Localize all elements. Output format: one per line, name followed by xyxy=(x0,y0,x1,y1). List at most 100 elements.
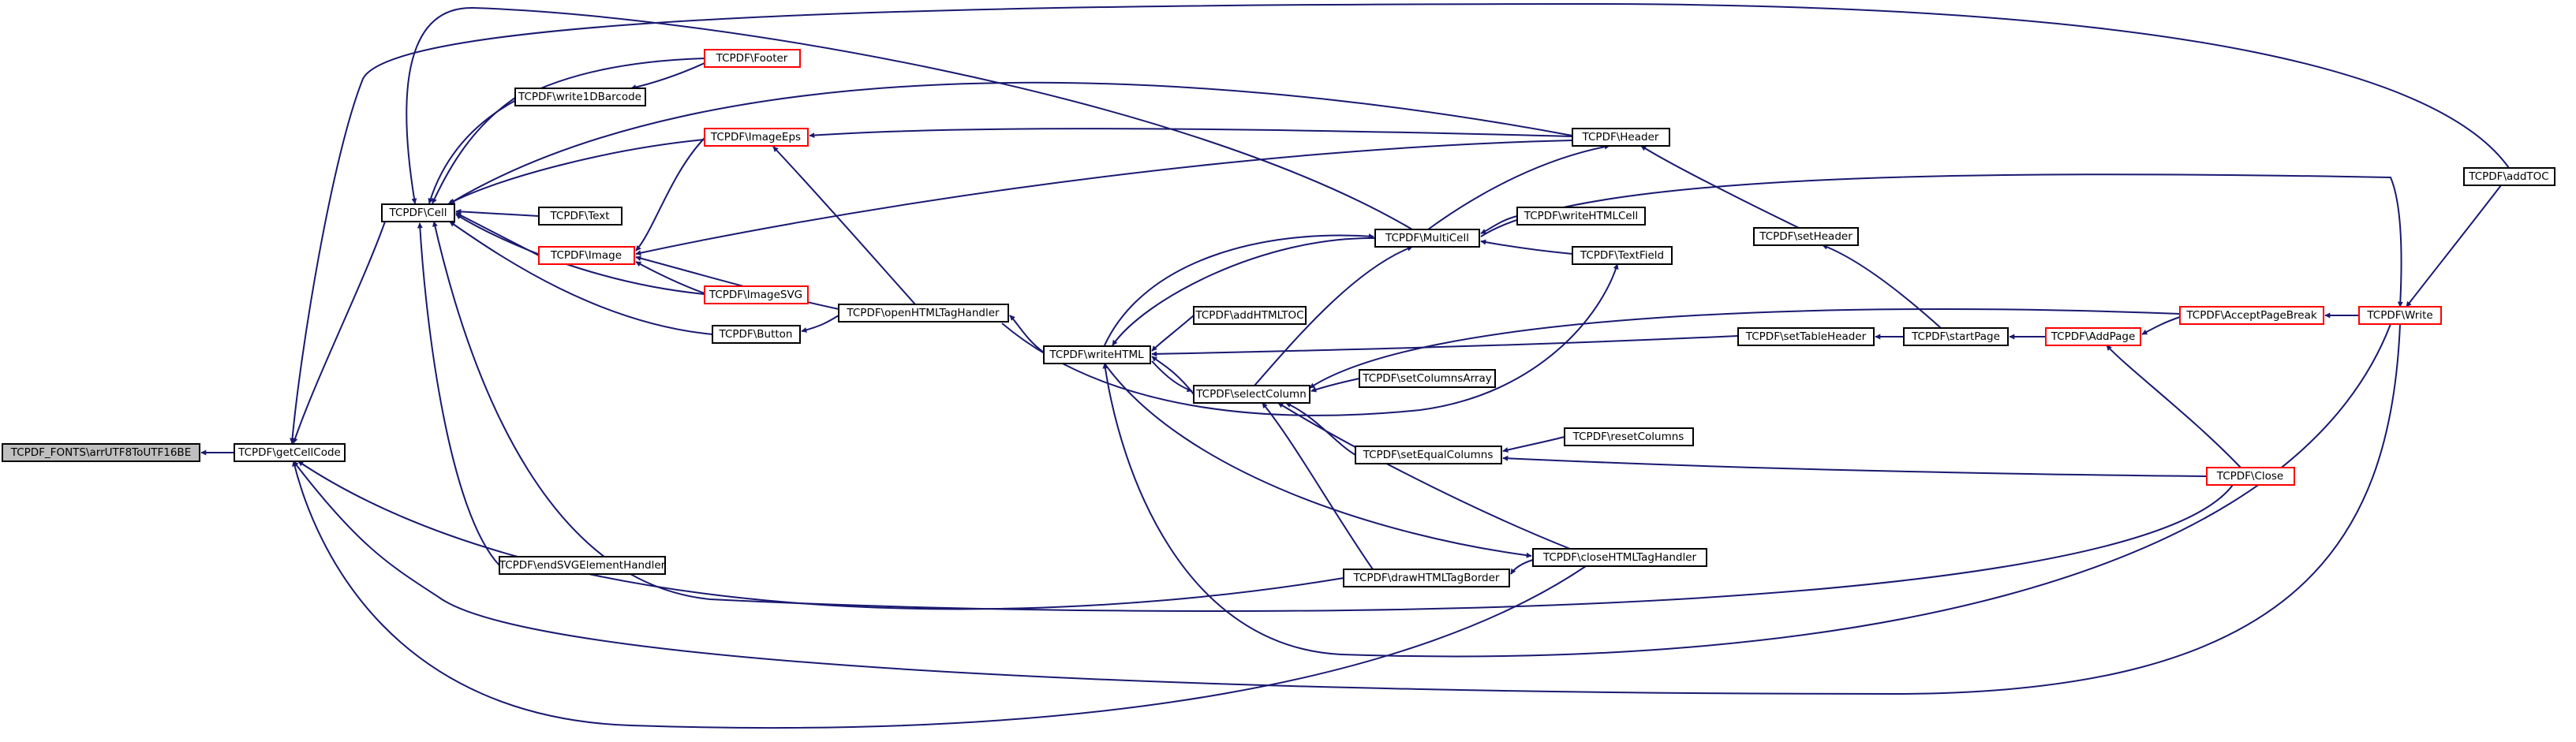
edge-multicell-textfield xyxy=(1480,239,1573,255)
node-close-box xyxy=(2206,467,2295,486)
edge-footer-write1dbarcode xyxy=(630,62,705,90)
node-writehtml[interactable]: TCPDF\writeHTML xyxy=(1043,345,1151,364)
node-openhtmltaghandler[interactable]: TCPDF\openHTMLTagHandler xyxy=(838,304,1009,323)
node-setequalcolumns[interactable]: TCPDF\setEqualColumns xyxy=(1355,446,1502,464)
node-addpage[interactable]: TCPDF\AddPage xyxy=(2045,327,2141,346)
node-cell[interactable]: TCPDF\Cell xyxy=(381,203,455,222)
node-imagesvg-label: TCPDF\ImageSVG xyxy=(708,289,802,301)
node-writehtmlcell-label: TCPDF\writeHTMLCell xyxy=(1524,210,1638,222)
node-resetcolumns-label: TCPDF\resetColumns xyxy=(1572,431,1684,443)
edge-startpage-setheader xyxy=(1822,244,1942,329)
node-drawhtmltagborder-label: TCPDF\drawHTMLTagBorder xyxy=(1353,572,1500,584)
node-close-label: TCPDF\Close xyxy=(2216,470,2284,483)
node-multicell-label: TCPDF\MultiCell xyxy=(1385,232,1469,244)
edge-header-cell xyxy=(449,81,1573,204)
node-text-label: TCPDF\Text xyxy=(549,210,609,222)
node-drawhtmltagborder-box xyxy=(1343,569,1510,587)
node-acceptpagebreak-box xyxy=(2179,306,2324,325)
node-selectcolumn[interactable]: TCPDF\selectColumn xyxy=(1193,385,1310,404)
node-write1dbarcode[interactable]: TCPDF\write1DBarcode xyxy=(514,88,646,106)
node-button-box xyxy=(712,325,801,344)
node-cell-label: TCPDF\Cell xyxy=(389,207,447,219)
edge-closehtml-selectcolumn xyxy=(1277,402,1571,550)
node-setheader[interactable]: TCPDF\setHeader xyxy=(1753,227,1859,246)
node-drawhtmltagborder[interactable]: TCPDF\drawHTMLTagBorder xyxy=(1343,569,1510,587)
edge-addtoc-getcellcode xyxy=(290,2,2510,444)
edge-setcolumnsarray-selectcolumn xyxy=(1310,378,1360,393)
edge-acceptpagebreak-addpage xyxy=(2141,316,2181,335)
node-setequalcolumns-box xyxy=(1355,446,1502,464)
node-imageeps-label: TCPDF\ImageEps xyxy=(710,131,801,144)
edges xyxy=(200,2,2510,729)
node-imageeps[interactable]: TCPDF\ImageEps xyxy=(704,128,809,147)
edge-closehtml-drawborder xyxy=(1510,559,1534,575)
edge-writehtml-selectcolumn xyxy=(1151,360,1193,393)
node-root[interactable]: TCPDF_FONTS\arrUTF8ToUTF16BE xyxy=(2,443,200,462)
node-setheader-label: TCPDF\setHeader xyxy=(1759,230,1853,243)
node-addtoc-box xyxy=(2463,167,2555,186)
node-footer-box xyxy=(704,49,801,68)
node-getcellcode-box xyxy=(234,443,346,462)
node-imageeps-box xyxy=(704,128,809,147)
node-closehtmltaghandler[interactable]: TCPDF\closeHTMLTagHandler xyxy=(1532,548,1707,567)
edge-write-getcellcode xyxy=(293,323,2401,695)
edge-footer-cell xyxy=(428,58,705,204)
edge-multicell-header xyxy=(1427,144,1610,230)
node-acceptpagebreak[interactable]: TCPDF\AcceptPageBreak xyxy=(2179,306,2324,325)
node-startpage[interactable]: TCPDF\startPage xyxy=(1903,327,2009,346)
node-setcolumnsarray[interactable]: TCPDF\setColumnsArray xyxy=(1359,369,1496,388)
node-footer-label: TCPDF\Footer xyxy=(716,52,788,65)
node-write-label: TCPDF\Write xyxy=(2366,309,2432,322)
edge-selectcolumn-textfield xyxy=(1001,263,1619,416)
node-settableheader-label: TCPDF\setTableHeader xyxy=(1745,330,1867,343)
edge-close-cell xyxy=(432,221,2234,612)
node-acceptpagebreak-label: TCPDF\AcceptPageBreak xyxy=(2185,309,2317,322)
node-multicell[interactable]: TCPDF\MultiCell xyxy=(1374,229,1480,248)
node-addtoc-label: TCPDF\addTOC xyxy=(2468,170,2548,183)
node-writehtml-label: TCPDF\writeHTML xyxy=(1049,349,1144,361)
edge-header-imageeps xyxy=(809,128,1573,139)
node-close[interactable]: TCPDF\Close xyxy=(2206,467,2295,486)
edge-text-cell xyxy=(455,208,540,217)
node-endsvgelementhandler[interactable]: TCPDF\endSVGElementHandler xyxy=(499,556,666,575)
edge-writehtml-multicell xyxy=(1104,233,1374,346)
node-text[interactable]: TCPDF\Text xyxy=(538,207,623,226)
edge-imageeps-image xyxy=(635,137,705,252)
edge-setequalcolumns-selectcolumn xyxy=(1285,402,1356,456)
node-cell-box xyxy=(381,203,455,222)
edge-close-addpage xyxy=(2106,345,2241,468)
edge-openhtml-imageeps xyxy=(772,146,916,305)
node-image-box xyxy=(538,246,635,265)
node-settableheader[interactable]: TCPDF\setTableHeader xyxy=(1737,327,1875,346)
node-root-label: TCPDF_FONTS\arrUTF8ToUTF16BE xyxy=(10,446,191,459)
node-footer[interactable]: TCPDF\Footer xyxy=(704,49,801,68)
node-imagesvg[interactable]: TCPDF\ImageSVG xyxy=(704,285,809,304)
node-image-label: TCPDF\Image xyxy=(550,249,622,262)
edge-selectcolumn-multicell xyxy=(1254,246,1413,386)
node-getcellcode[interactable]: TCPDF\getCellCode xyxy=(234,443,346,462)
edge-imageeps-cell xyxy=(447,139,705,205)
node-textfield-label: TCPDF\TextField xyxy=(1580,249,1664,262)
node-resetcolumns[interactable]: TCPDF\resetColumns xyxy=(1564,427,1694,446)
node-writehtml-box xyxy=(1043,345,1151,364)
edge-multicell-cell xyxy=(406,6,1413,230)
node-addhtmltoc[interactable]: TCPDF\addHTMLTOC xyxy=(1193,306,1307,325)
node-write1dbarcode-box xyxy=(514,88,646,106)
node-image[interactable]: TCPDF\Image xyxy=(538,246,635,265)
node-root-box xyxy=(2,443,200,462)
node-settableheader-box xyxy=(1737,327,1875,346)
node-write1dbarcode-label: TCPDF\write1DBarcode xyxy=(518,91,641,103)
edge-drawborder-getcellcode xyxy=(297,460,1344,610)
node-header[interactable]: TCPDF\Header xyxy=(1572,128,1670,147)
node-write[interactable]: TCPDF\Write xyxy=(2358,306,2442,325)
node-addtoc[interactable]: TCPDF\addTOC xyxy=(2463,167,2555,186)
node-writehtmlcell[interactable]: TCPDF\writeHTMLCell xyxy=(1516,207,1646,226)
node-selectcolumn-label: TCPDF\selectColumn xyxy=(1195,388,1307,401)
node-textfield[interactable]: TCPDF\TextField xyxy=(1572,246,1673,265)
edge-openhtml-button xyxy=(801,315,839,333)
node-button[interactable]: TCPDF\Button xyxy=(712,325,801,344)
node-textfield-box xyxy=(1572,246,1673,265)
edge-addtoc-write xyxy=(2406,185,2502,308)
edge-cell-getcellcode xyxy=(292,221,386,444)
node-endsvgelementhandler-label: TCPDF\endSVGElementHandler xyxy=(499,559,666,572)
